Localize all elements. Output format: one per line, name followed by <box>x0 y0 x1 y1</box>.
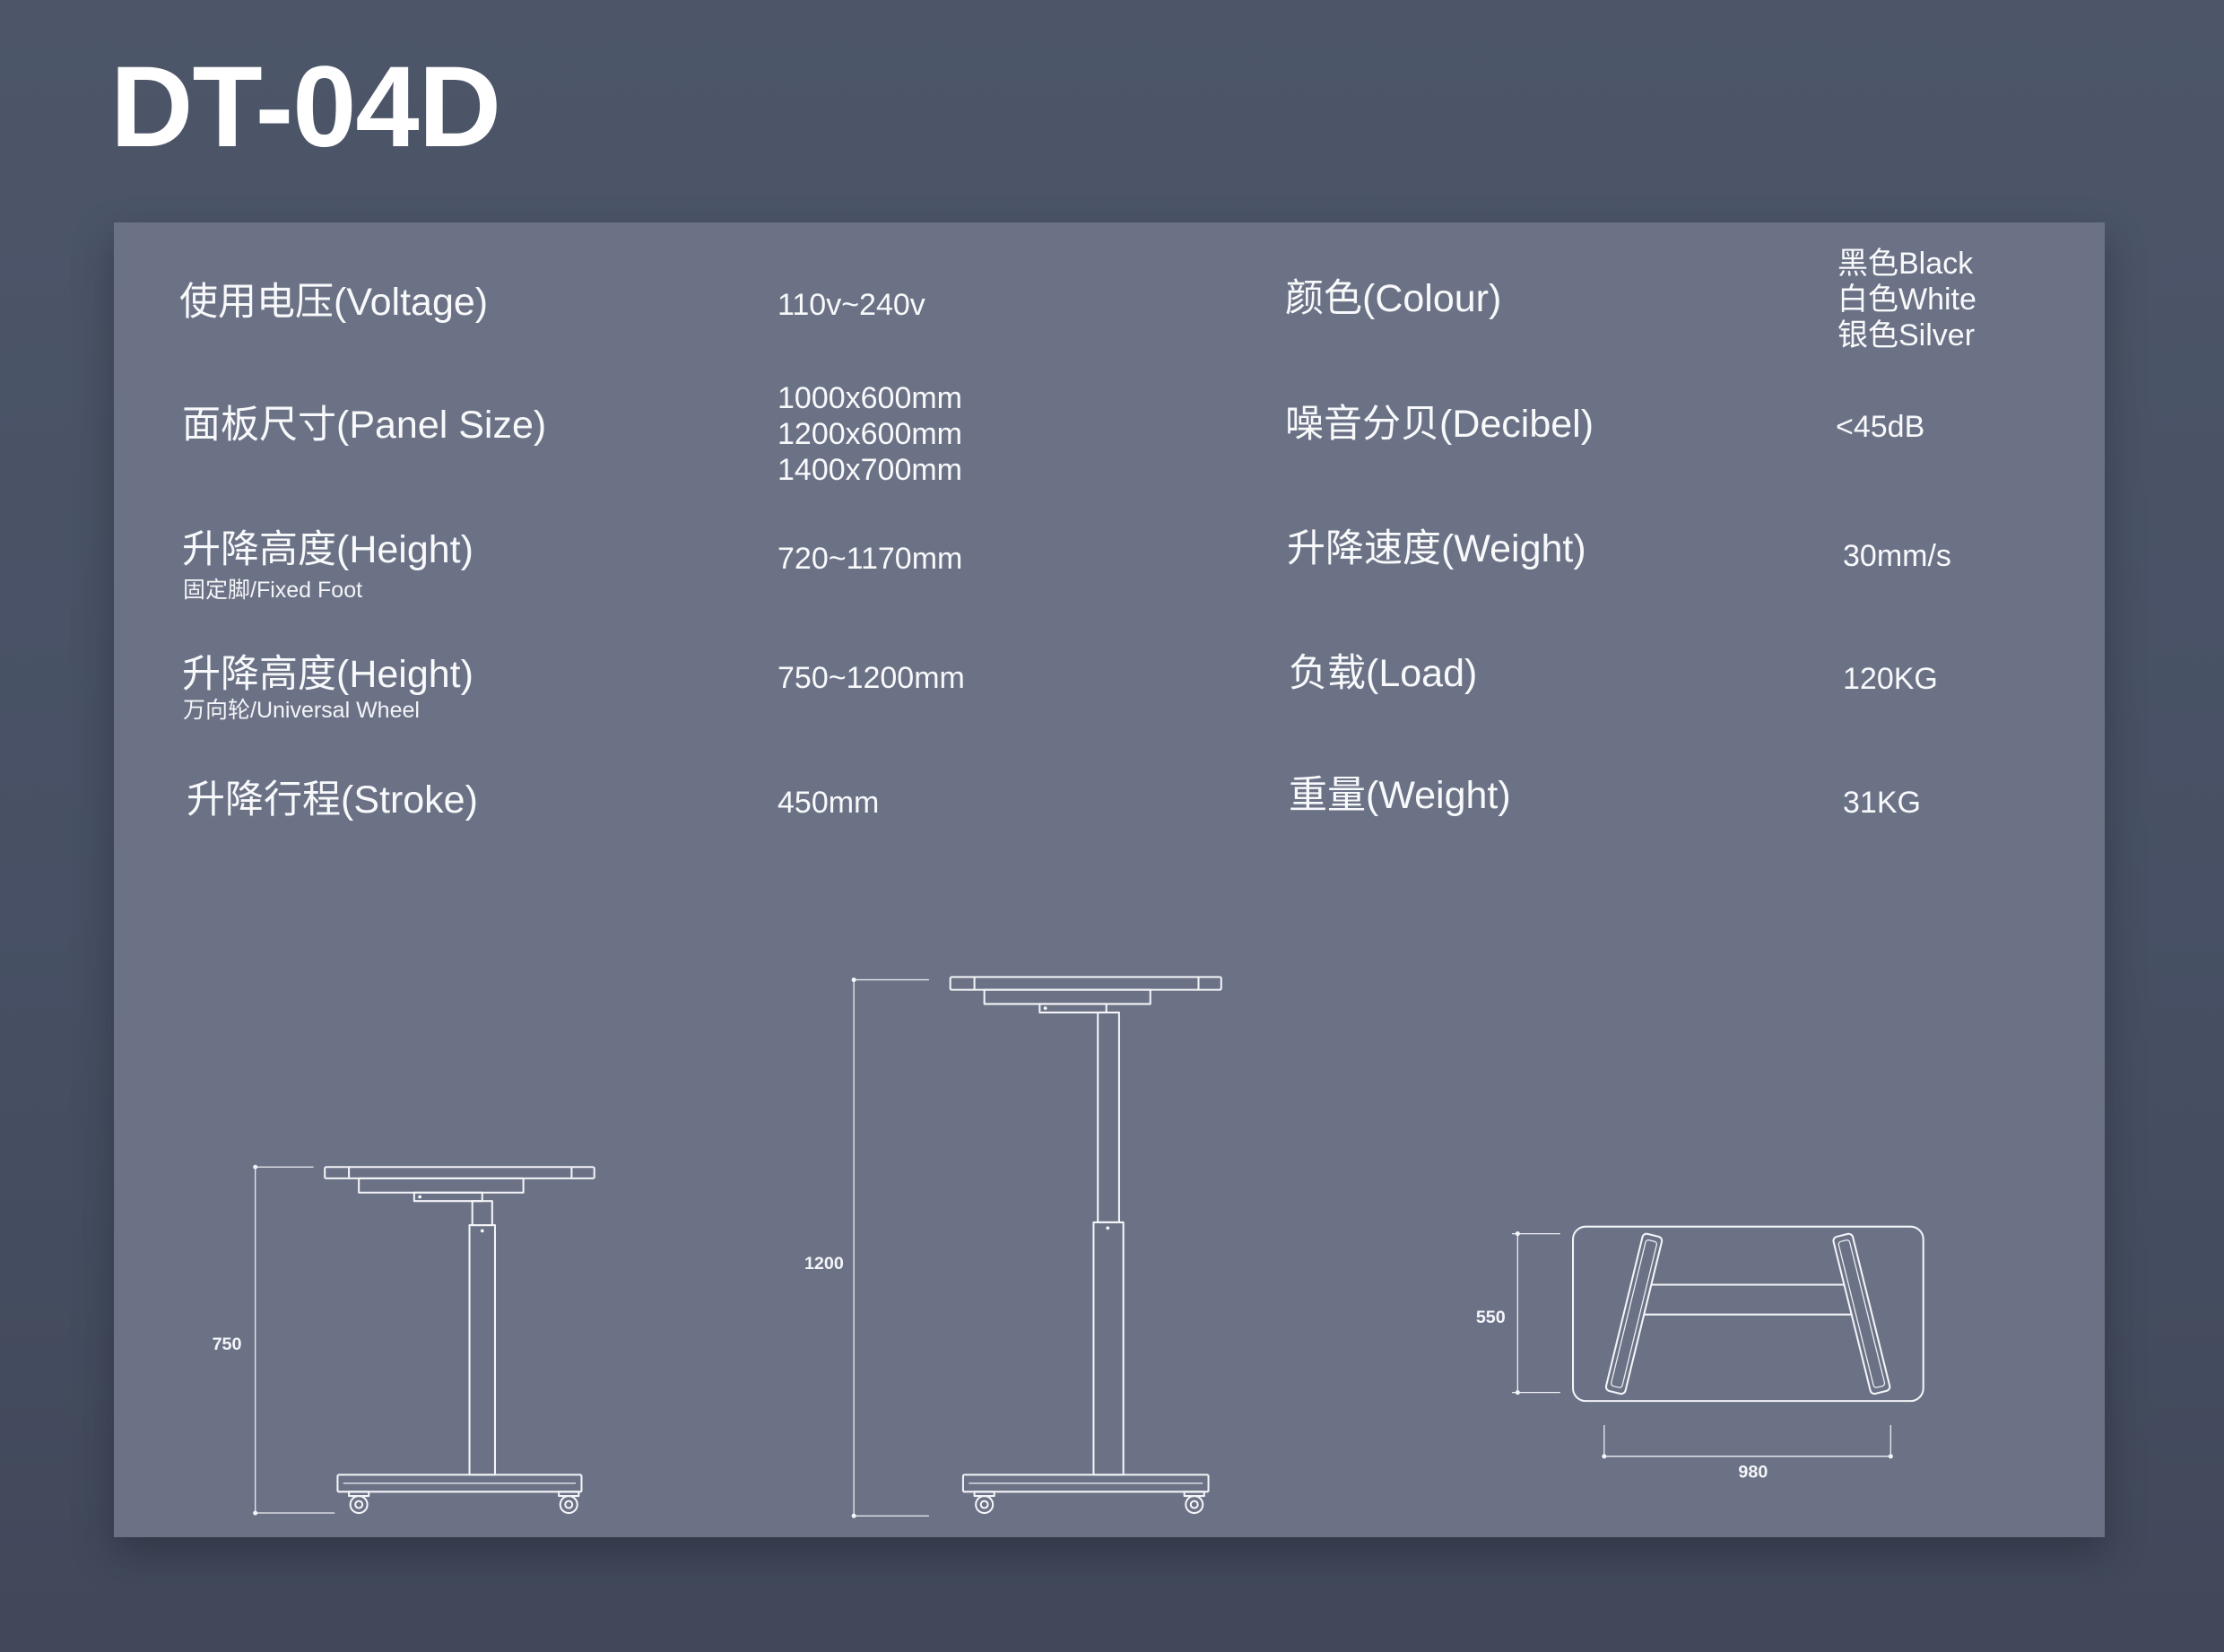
spec-label-stroke: 升降行程(Stroke) <box>187 778 478 822</box>
spec-value-stroke: 450mm <box>778 786 880 820</box>
spec-value-weight: 31KG <box>1843 786 1921 820</box>
spec-label-load: 负载(Load) <box>1289 652 1478 695</box>
spec-label-height-fixed-foot: 升降高度(Height) <box>182 528 473 571</box>
spec-value-panel-size: 1000x600mm <box>778 381 963 415</box>
spec-value-decibel: <45dB <box>1836 410 1925 444</box>
spec-value-height-fixed-foot: 720~1170mm <box>778 542 963 576</box>
spec-value-colour: 白色White <box>1837 283 1976 317</box>
spec-value-panel-size: 1200x600mm <box>778 417 963 451</box>
spec-value-lift-speed: 30mm/s <box>1843 539 1951 573</box>
spec-label-weight: 重量(Weight) <box>1289 774 1511 817</box>
spec-sublabel-universal-wheel: 万向轮/Universal Wheel <box>183 698 420 723</box>
spec-sublabel-fixed-foot: 固定脚/Fixed Foot <box>183 578 363 603</box>
spec-label-colour: 颜色(Colour) <box>1285 277 1502 320</box>
spec-label-voltage: 使用电压(Voltage) <box>179 281 489 324</box>
spec-value-panel-size: 1400x700mm <box>778 453 963 487</box>
spec-value-colour-list: 黑色Black 白色White 银色Silver <box>1837 246 1976 353</box>
spec-value-colour: 银色Silver <box>1837 318 1976 352</box>
spec-value-panel-size-list: 1000x600mm 1200x600mm 1400x700mm <box>778 380 962 488</box>
spec-value-height-universal-wheel: 750~1200mm <box>778 661 965 695</box>
spec-label-lift-speed: 升降速度(Weight) <box>1287 527 1586 570</box>
spec-label-panel-size: 面板尺寸(Panel Size) <box>182 404 547 447</box>
spec-value-colour: 黑色Black <box>1837 247 1974 281</box>
spec-label-decibel: 噪音分贝(Decibel) <box>1285 403 1594 446</box>
product-model-title: DT-04D <box>110 43 501 171</box>
spec-value-voltage: 110v~240v <box>778 288 925 322</box>
spec-panel: 使用电压(Voltage) 110v~240v 面板尺寸(Panel Size)… <box>114 222 2105 1537</box>
spec-value-load: 120KG <box>1843 662 1938 696</box>
spec-label-height-universal-wheel: 升降高度(Height) <box>182 653 473 696</box>
